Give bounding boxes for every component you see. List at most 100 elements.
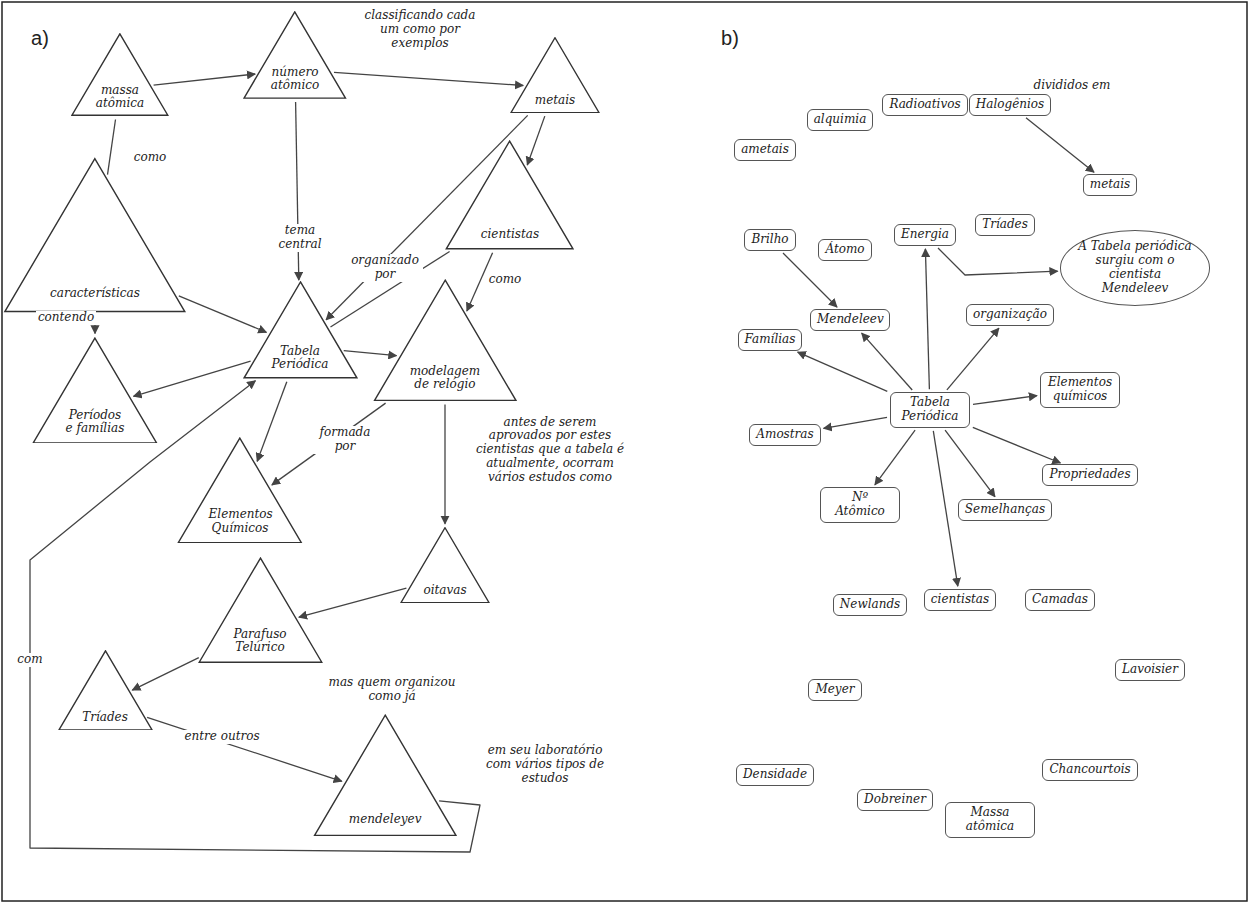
node-text: Energia: [901, 228, 949, 242]
node-text: Halogênios: [976, 98, 1044, 112]
connector: [973, 427, 1061, 463]
concept-box: Brilho: [744, 229, 795, 251]
node-text: Famílias: [745, 333, 796, 347]
concept-box: alquimia: [807, 109, 874, 131]
node-text-block: número atômico: [269, 66, 321, 92]
concept-triangle: número atômico: [243, 11, 347, 99]
panel-letter: a): [31, 27, 49, 50]
node-text: Chancourtois: [1049, 763, 1130, 777]
node-text: Átomo: [825, 243, 864, 257]
connector: [783, 253, 837, 307]
node-text-block: oitavas: [423, 584, 468, 597]
connector: [925, 249, 929, 389]
connector: [296, 102, 299, 280]
concept-box: Camadas: [1025, 589, 1095, 611]
node-text: Propriedades: [1049, 468, 1130, 482]
node-text: Camadas: [1032, 593, 1088, 607]
node-text: Elementos químicos: [1047, 376, 1113, 404]
concept-box: Massa atômica: [945, 802, 1035, 838]
concept-box: Radioativos: [882, 94, 967, 116]
edge-label: classificando cada um como por exemplos: [361, 9, 480, 50]
node-text: modelagem de relógio: [409, 365, 481, 391]
concept-triangle: características: [3, 157, 187, 313]
node-text-block: Elementos Químicos: [209, 508, 272, 534]
node-text-block: características: [49, 287, 141, 300]
connector: [933, 431, 958, 586]
concept-triangle: Parafuso Telúrico: [198, 557, 323, 663]
edge-label: formada por: [312, 426, 378, 454]
note-text: mas quem organizou como já: [327, 676, 457, 704]
concept-triangle: Períodos e famílias: [32, 337, 158, 444]
connector: [108, 120, 116, 175]
concept-triangle: oitavas: [400, 527, 490, 604]
edge-label: contendo: [36, 311, 96, 325]
connector: [179, 296, 267, 332]
connector: [973, 396, 1037, 405]
edge-label: como: [487, 273, 524, 287]
concept-oval: A Tabela periódica surgiu com o cientist…: [1060, 230, 1210, 305]
node-text-block: massa atômica: [96, 84, 145, 110]
edge-label: antes de serem aprovados por estes cient…: [473, 416, 627, 485]
node-text: Tríades: [982, 218, 1028, 232]
concept-box: metais: [1083, 174, 1137, 196]
node-text-block: cientistas: [478, 228, 543, 241]
node-text: Lavoisier: [1122, 663, 1178, 677]
node-text: Parafuso Telúrico: [229, 628, 292, 654]
concept-box: ametais: [734, 139, 796, 161]
node-text: Densidade: [743, 768, 807, 782]
node-text-block: Tabela Periódica: [271, 345, 329, 371]
concept-triangle: Tríades: [58, 650, 153, 731]
connector: [272, 403, 386, 485]
concept-box: Chancourtois: [1042, 759, 1137, 781]
concept-box: Newlands: [833, 594, 907, 616]
node-text: Tabela Periódica: [897, 396, 963, 424]
node-text: Newlands: [840, 598, 900, 612]
node-text: mendeleyev: [349, 813, 421, 826]
concept-box: Átomo: [818, 239, 871, 261]
node-text: metais: [1090, 178, 1130, 192]
connector: [444, 404, 445, 523]
node-text: Nº Atômico: [827, 491, 893, 519]
node-text: Dobreiner: [864, 793, 926, 807]
node-text: características: [49, 287, 141, 300]
concept-box: Halogênios: [969, 94, 1051, 116]
node-text: Semelhanças: [965, 503, 1045, 517]
node-text-block: Períodos e famílias: [64, 409, 127, 435]
connector: [824, 417, 887, 428]
concept-box: Elementos químicos: [1040, 372, 1120, 408]
node-text: alquimia: [814, 113, 867, 127]
node-text-block: metais: [533, 94, 578, 107]
edge-label: com: [15, 653, 44, 667]
node-text-block: mendeleyev: [349, 813, 421, 826]
node-text: Radioativos: [889, 98, 960, 112]
concept-box: organização: [966, 304, 1054, 326]
connector: [344, 351, 397, 356]
connector: [257, 382, 287, 462]
edge-label: tema central: [263, 224, 337, 252]
connector: [945, 430, 995, 497]
concept-triangle: metais: [510, 37, 600, 114]
node-text: organização: [973, 308, 1047, 322]
concept-triangle: Elementos Químicos: [177, 437, 303, 544]
edge-label: organizado por: [347, 254, 423, 282]
connector: [147, 717, 342, 781]
edge-label: entre outros: [182, 730, 261, 744]
concept-box: Mendeleev: [810, 309, 890, 331]
concept-box: Amostras: [749, 424, 820, 446]
node-text: Mendeleev: [817, 313, 883, 327]
connector: [875, 430, 915, 485]
concept-box: Semelhanças: [958, 499, 1052, 521]
concept-box: Tríades: [975, 214, 1035, 236]
node-text: A Tabela periódica surgiu com o cientist…: [1077, 240, 1193, 295]
node-text: massa atômica: [96, 84, 145, 110]
concept-box: Energia: [894, 224, 956, 246]
node-text-block: Parafuso Telúrico: [229, 628, 292, 654]
node-text: Tabela Periódica: [271, 345, 329, 371]
concept-box: Propriedades: [1042, 464, 1137, 486]
concept-triangle: cientistas: [445, 140, 574, 250]
concept-box: Lavoisier: [1115, 659, 1185, 681]
connector: [798, 352, 888, 391]
node-text: Meyer: [815, 683, 854, 697]
connector: [134, 361, 251, 396]
